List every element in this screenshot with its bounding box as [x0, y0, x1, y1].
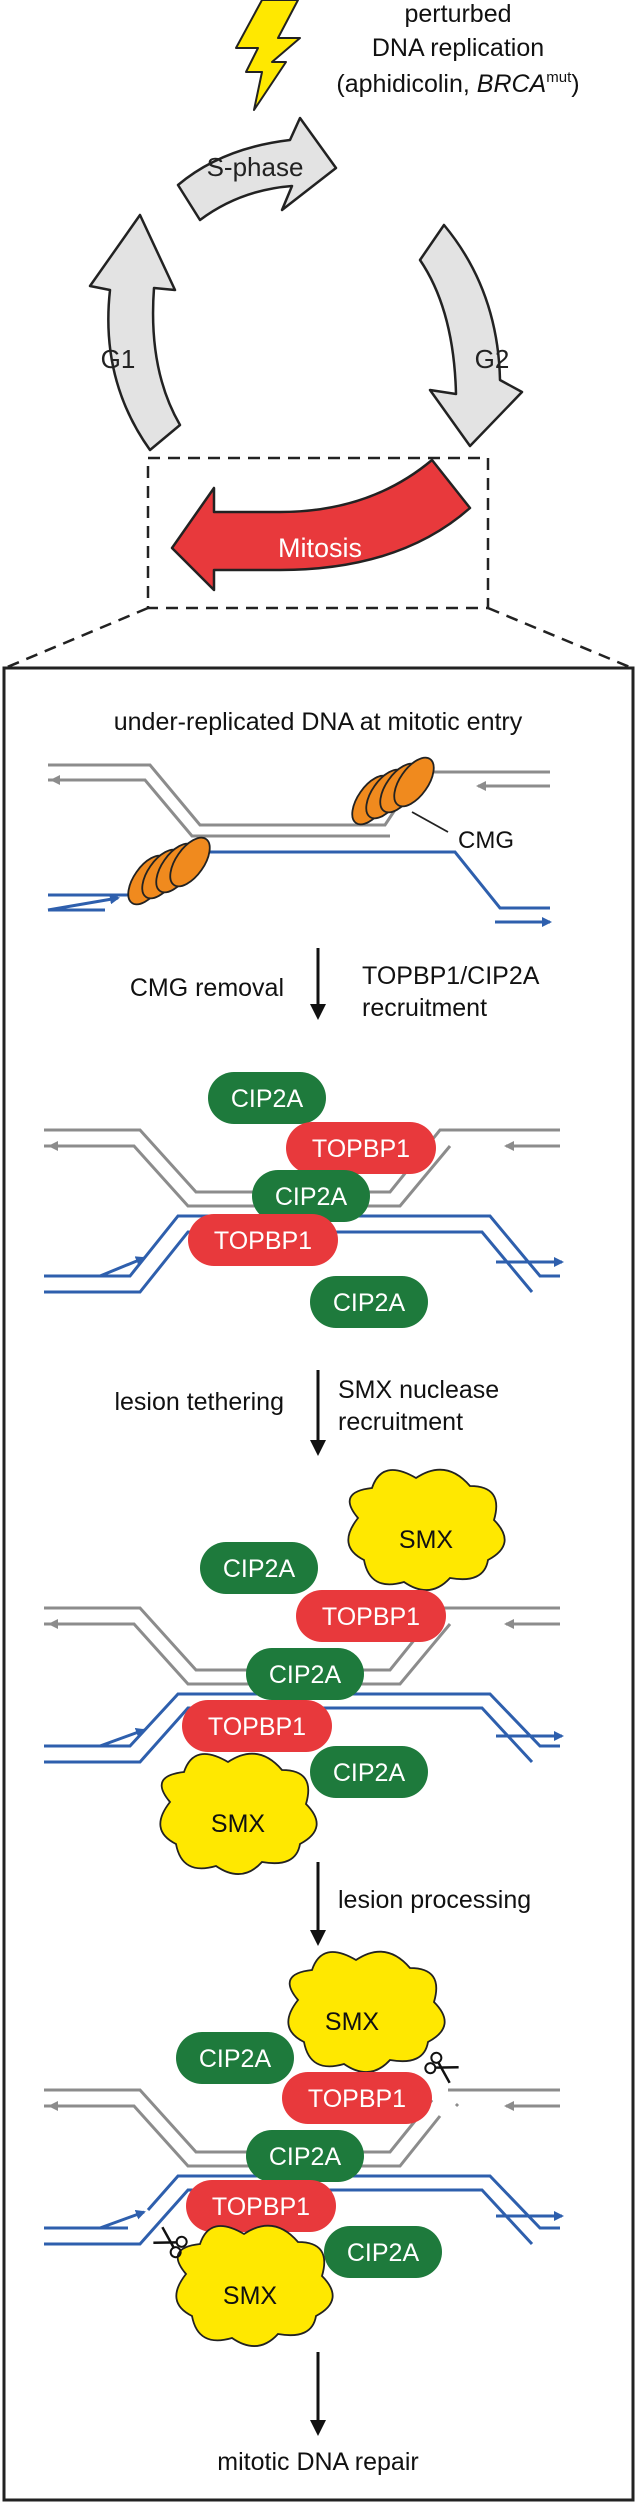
topbp1-protein [282, 2072, 432, 2124]
lightning-bolt-icon [235, 0, 301, 111]
g1-arrow [88, 213, 182, 452]
cip2a-label: CIP2A [269, 1661, 342, 1689]
smx-nuclease [287, 1950, 446, 2073]
cip2a-protein [246, 1648, 364, 1700]
smx-nuclease [175, 2224, 334, 2347]
scissors-icon [422, 2049, 461, 2086]
perturbation-line-2: DNA replication [372, 34, 544, 62]
step2-right-label-1: SMX nuclease [338, 1376, 499, 1404]
topbp1-protein [182, 1700, 332, 1752]
cip2a-protein [246, 2130, 364, 2182]
zoom-line-right [487, 606, 633, 670]
perturbation-line-1: perturbed [404, 0, 511, 28]
cmg-helicase-bottom [127, 836, 211, 906]
cip2a-protein [200, 1542, 318, 1594]
step1-right-label-1: TOPBP1/CIP2A [362, 962, 540, 990]
step2-right-label-2: recruitment [338, 1408, 463, 1436]
cip2a-protein [252, 1170, 370, 1222]
cip2a-label: CIP2A [333, 1289, 406, 1317]
g2-arrow [418, 223, 524, 448]
s-phase-label: S-phase [207, 152, 304, 182]
topbp1-protein [188, 1214, 338, 1266]
zoom-line-left [4, 606, 149, 670]
smx-label: SMX [325, 2008, 380, 2036]
stage2-proteins: CIP2A TOPBP1 CIP2A TOPBP1 CIP2A [188, 1072, 436, 1328]
cmg-label: CMG [458, 827, 514, 854]
perturbation-line-3-post: ) [571, 70, 579, 98]
cip2a-label: CIP2A [347, 2239, 420, 2267]
detail-panel [2, 666, 635, 2502]
panel-title: under-replicated DNA at mitotic entry [114, 708, 523, 736]
cmg-helicase-top [351, 756, 435, 826]
perturbation-superscript: mut [546, 69, 572, 86]
perturbation-line-3-pre: (aphidicolin, [336, 70, 476, 98]
s-phase-arrow [176, 116, 338, 222]
perturbation-line-3: (aphidicolin, BRCAmut) [336, 69, 579, 98]
g2-label: G2 [475, 344, 510, 374]
stage3-proteins: SMX CIP2A TOPBP1 CIP2A TOPBP1 CIP2A SMX [159, 1468, 506, 1875]
zoom-box [146, 456, 490, 610]
cip2a-label: CIP2A [269, 2143, 342, 2171]
perturbation-gene: BRCA [477, 70, 546, 98]
step3-right-label: lesion processing [338, 1886, 531, 1914]
topbp1-protein [296, 1590, 446, 1642]
stage4-proteins: SMX CIP2A TOPBP1 CIP2A TOPBP1 CIP2A SMX [175, 1950, 446, 2347]
stage1-dna [47, 763, 552, 927]
step1-left-label: CMG removal [130, 974, 284, 1002]
topbp1-label: TOPBP1 [308, 2085, 406, 2113]
topbp1-label: TOPBP1 [322, 1603, 420, 1631]
topbp1-protein [286, 1122, 436, 1174]
smx-label: SMX [223, 2282, 278, 2310]
cip2a-label: CIP2A [223, 1555, 296, 1583]
smx-label: SMX [399, 1526, 454, 1554]
cip2a-protein [176, 2032, 294, 2084]
topbp1-label: TOPBP1 [312, 1135, 410, 1163]
topbp1-protein [186, 2180, 336, 2232]
cip2a-protein [208, 1072, 326, 1124]
cip2a-protein [310, 1746, 428, 1798]
smx-nuclease [159, 1752, 318, 1875]
cip2a-label: CIP2A [231, 1085, 304, 1113]
final-label: mitotic DNA repair [217, 2448, 418, 2476]
cip2a-label: CIP2A [199, 2045, 272, 2073]
smx-label: SMX [211, 1810, 266, 1838]
cip2a-protein [310, 1276, 428, 1328]
cip2a-protein [324, 2226, 442, 2278]
g1-label: G1 [101, 344, 136, 374]
topbp1-label: TOPBP1 [208, 1713, 306, 1741]
step2-left-label: lesion tethering [114, 1388, 284, 1416]
cip2a-label: CIP2A [333, 1759, 406, 1787]
topbp1-label: TOPBP1 [212, 2193, 310, 2221]
smx-nuclease [347, 1468, 506, 1591]
stage4-dna [44, 2088, 564, 2246]
mitosis-label: Mitosis [278, 533, 362, 563]
mitosis-arrow [170, 458, 472, 592]
cip2a-label: CIP2A [275, 1183, 348, 1211]
step1-right-label-2: recruitment [362, 994, 487, 1022]
topbp1-label: TOPBP1 [214, 1227, 312, 1255]
cmg-pointer [411, 811, 449, 833]
